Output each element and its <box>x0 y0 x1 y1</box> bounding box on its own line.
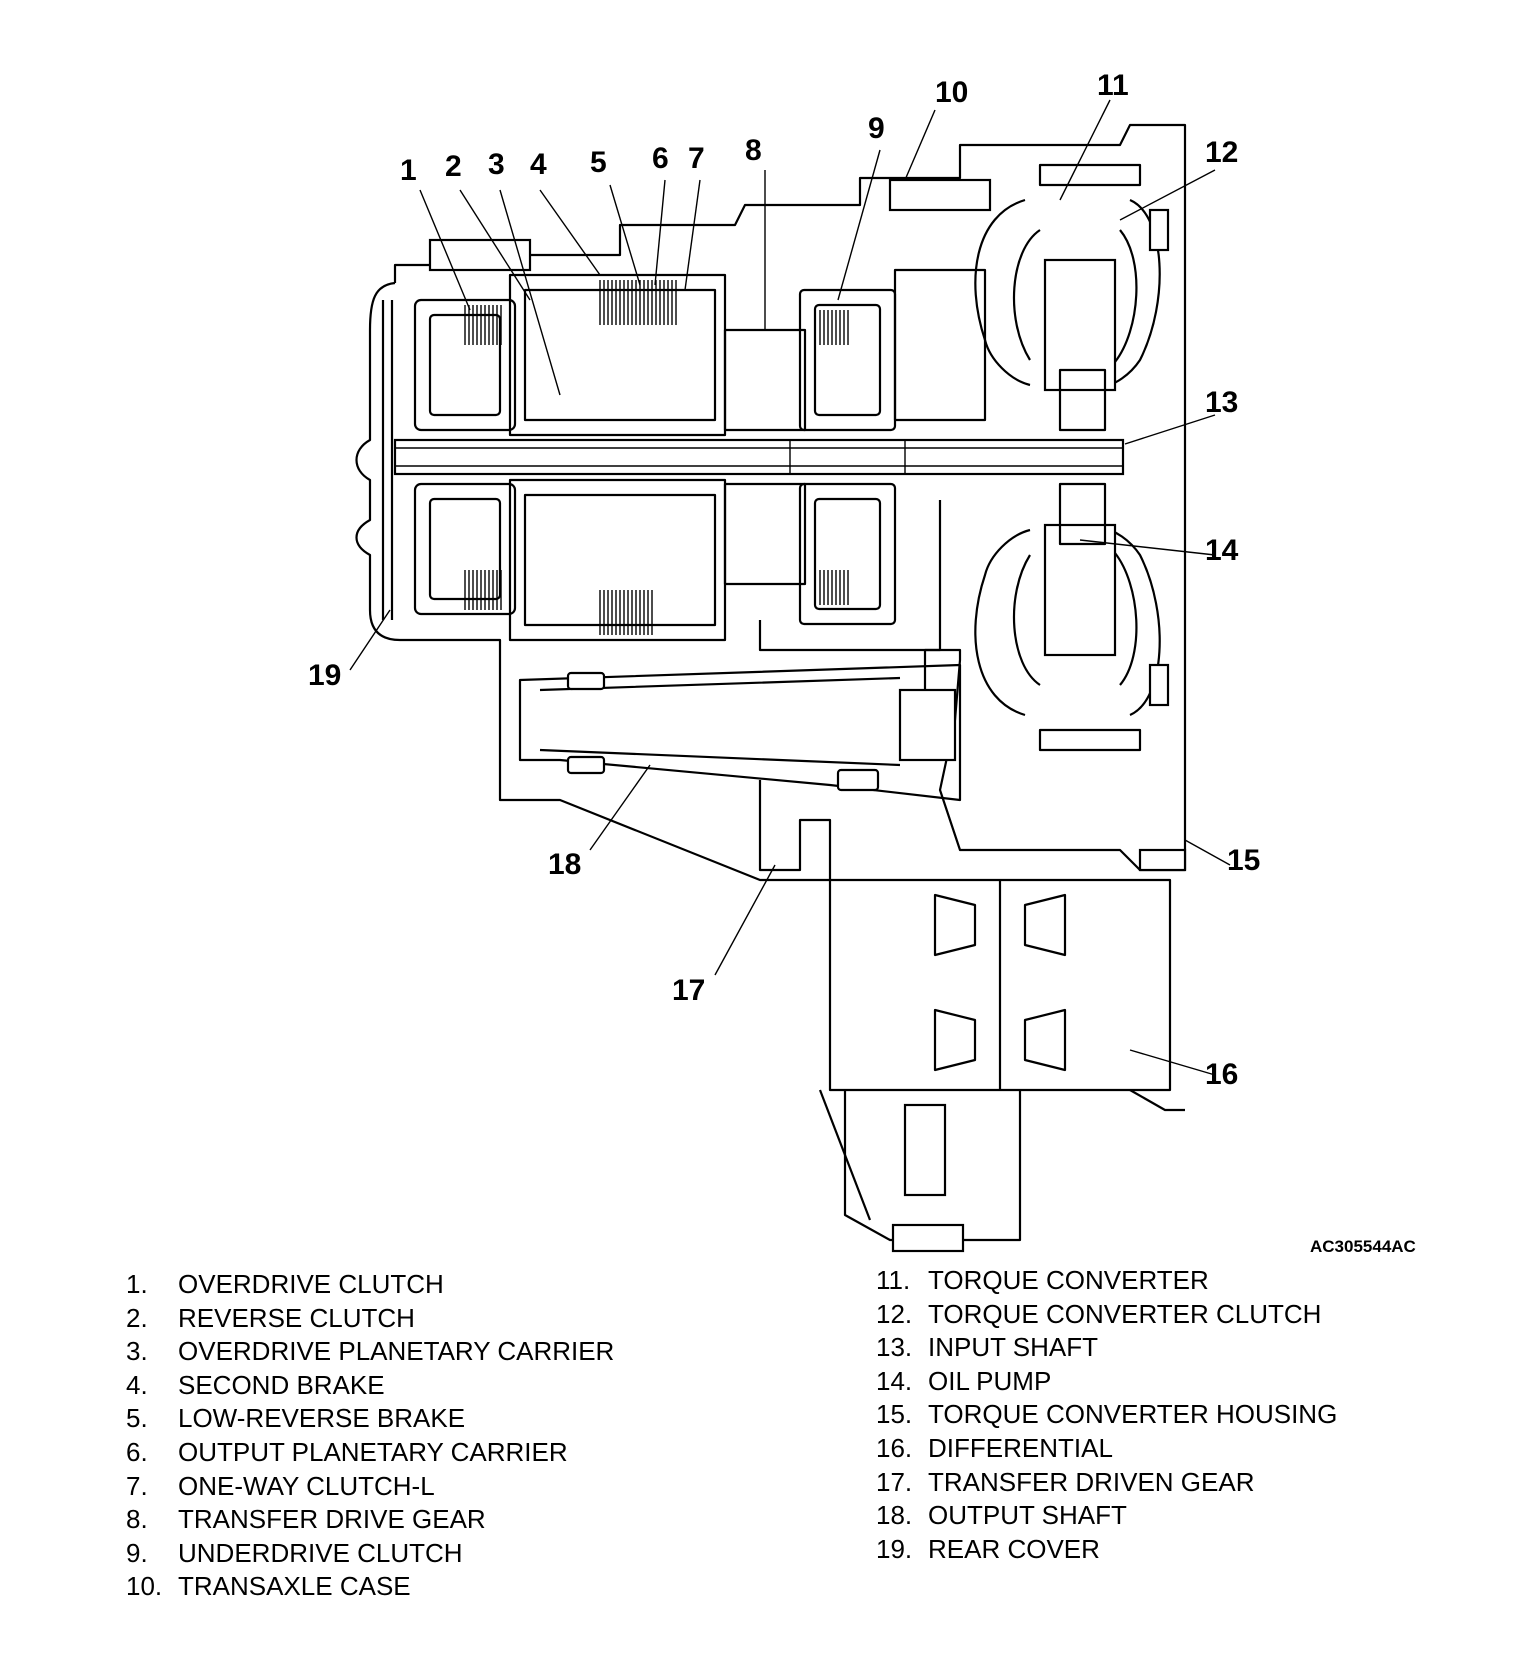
legend-label: TRANSFER DRIVE GEAR <box>178 1504 486 1535</box>
legend-item: 16. DIFFERENTIAL <box>876 1432 1337 1466</box>
legend-label: OUTPUT PLANETARY CARRIER <box>178 1436 568 1467</box>
callout-1: 1 <box>400 154 417 187</box>
callout-2: 2 <box>445 150 462 183</box>
legend-number: 5. <box>126 1403 148 1434</box>
legend-number: 15. <box>876 1399 913 1430</box>
legend-label: OIL PUMP <box>928 1365 1052 1396</box>
callout-17: 17 <box>672 974 705 1007</box>
legend-label: TORQUE CONVERTER CLUTCH <box>928 1298 1322 1329</box>
callout-13: 13 <box>1205 386 1238 419</box>
legend-number: 16. <box>876 1432 913 1463</box>
callout-numbers: 1 2 3 4 5 6 7 8 9 10 11 12 13 14 15 16 1… <box>308 69 1260 1091</box>
legend-number: 9. <box>126 1537 148 1568</box>
clutch-assemblies-lower <box>413 478 942 652</box>
callout-6: 6 <box>652 142 669 175</box>
input-shaft <box>393 438 1125 476</box>
callout-4: 4 <box>530 148 547 181</box>
legend-item: 9. UNDERDRIVE CLUTCH <box>126 1537 614 1571</box>
legend-item: 5. LOW-REVERSE BRAKE <box>126 1402 614 1436</box>
legend-label: OUTPUT SHAFT <box>928 1500 1127 1531</box>
callout-9: 9 <box>868 112 885 145</box>
legend-label: TRANSFER DRIVEN GEAR <box>928 1466 1255 1497</box>
legend-right-column: 11. TORQUE CONVERTER 12. TORQUE CONVERTER … <box>876 1264 1337 1566</box>
legend-number: 12. <box>876 1298 913 1329</box>
callout-10: 10 <box>935 76 968 109</box>
legend-item: 4. SECOND BRAKE <box>126 1369 614 1403</box>
legend-number: 2. <box>126 1302 148 1333</box>
legend-item: 15. TORQUE CONVERTER HOUSING <box>876 1398 1337 1432</box>
leader-lines <box>349 99 1231 1076</box>
legend-label: TRANSAXLE CASE <box>178 1571 411 1602</box>
callout-15: 15 <box>1227 844 1260 877</box>
legend-item: 6. OUTPUT PLANETARY CARRIER <box>126 1436 614 1470</box>
callout-7: 7 <box>688 142 705 175</box>
legend-item: 14. OIL PUMP <box>876 1365 1337 1399</box>
legend-number: 18. <box>876 1500 913 1531</box>
legend-item: 10. TRANSAXLE CASE <box>126 1570 614 1604</box>
figure-id: AC305544AC <box>1310 1237 1416 1256</box>
legend-item: 11. TORQUE CONVERTER <box>876 1264 1337 1298</box>
legend-label: INPUT SHAFT <box>928 1332 1098 1363</box>
legend-item: 1. OVERDRIVE CLUTCH <box>126 1268 614 1302</box>
case-bolts <box>428 178 1187 872</box>
callout-8: 8 <box>745 134 762 167</box>
legend-item: 12. TORQUE CONVERTER CLUTCH <box>876 1298 1337 1332</box>
legend-number: 10. <box>126 1571 163 1602</box>
torque-converter <box>974 163 1161 752</box>
legend-number: 4. <box>126 1369 148 1400</box>
legend-label: UNDERDRIVE CLUTCH <box>178 1537 463 1568</box>
legend-item: 19. REAR COVER <box>876 1533 1337 1567</box>
legend-label: TORQUE CONVERTER <box>928 1265 1209 1295</box>
legend-item: 7. ONE-WAY CLUTCH-L <box>126 1470 614 1504</box>
legend-label: REAR COVER <box>928 1533 1100 1564</box>
legend-label: REVERSE CLUTCH <box>178 1302 415 1333</box>
differential <box>818 878 1185 1253</box>
transaxle-cross-section-diagram: 1 2 3 4 5 6 7 8 9 10 11 12 13 14 15 16 1… <box>308 69 1416 1256</box>
legend-left-column: 1. OVERDRIVE CLUTCH 2. REVERSE CLUTCH 3. OV… <box>126 1268 614 1604</box>
clutch-assemblies-upper <box>413 268 987 437</box>
callout-14: 14 <box>1205 534 1239 567</box>
callout-12: 12 <box>1205 136 1238 169</box>
legend-number: 11. <box>876 1265 911 1295</box>
legend-number: 14. <box>876 1365 913 1396</box>
legend-number: 7. <box>126 1470 148 1501</box>
legend-label: DIFFERENTIAL <box>928 1432 1113 1463</box>
legend-number: 8. <box>126 1504 148 1535</box>
callout-16: 16 <box>1205 1058 1238 1091</box>
legend-item: 17. TRANSFER DRIVEN GEAR <box>876 1466 1337 1500</box>
legend-label: SECOND BRAKE <box>178 1369 385 1400</box>
legend-item: 18. OUTPUT SHAFT <box>876 1499 1337 1533</box>
clutch-plates-upper <box>464 280 849 345</box>
legend-label: ONE-WAY CLUTCH-L <box>178 1470 435 1501</box>
clutch-plates-lower <box>464 570 849 635</box>
legend-item: 13. INPUT SHAFT <box>876 1331 1337 1365</box>
legend-number: 13. <box>876 1332 913 1363</box>
callout-5: 5 <box>590 146 607 179</box>
callout-3: 3 <box>488 148 505 181</box>
legend-number: 6. <box>126 1436 148 1467</box>
output-shaft <box>518 663 962 880</box>
callout-18: 18 <box>548 848 581 881</box>
legend-number: 1. <box>126 1269 148 1299</box>
legend-label: TORQUE CONVERTER HOUSING <box>928 1399 1338 1430</box>
legend-number: 17. <box>876 1466 913 1497</box>
legend-item: 3. OVERDRIVE PLANETARY CARRIER <box>126 1335 614 1369</box>
legend-number: 19. <box>876 1533 913 1564</box>
callout-11: 11 <box>1097 69 1129 102</box>
legend-label: LOW-REVERSE BRAKE <box>178 1403 466 1434</box>
legend-number: 3. <box>126 1336 148 1367</box>
legend-label: OVERDRIVE CLUTCH <box>178 1269 444 1299</box>
legend-item: 8. TRANSFER DRIVE GEAR <box>126 1503 614 1537</box>
legend-label: OVERDRIVE PLANETARY CARRIER <box>178 1336 615 1367</box>
legend-item: 2. REVERSE CLUTCH <box>126 1302 614 1336</box>
callout-19: 19 <box>308 659 341 692</box>
